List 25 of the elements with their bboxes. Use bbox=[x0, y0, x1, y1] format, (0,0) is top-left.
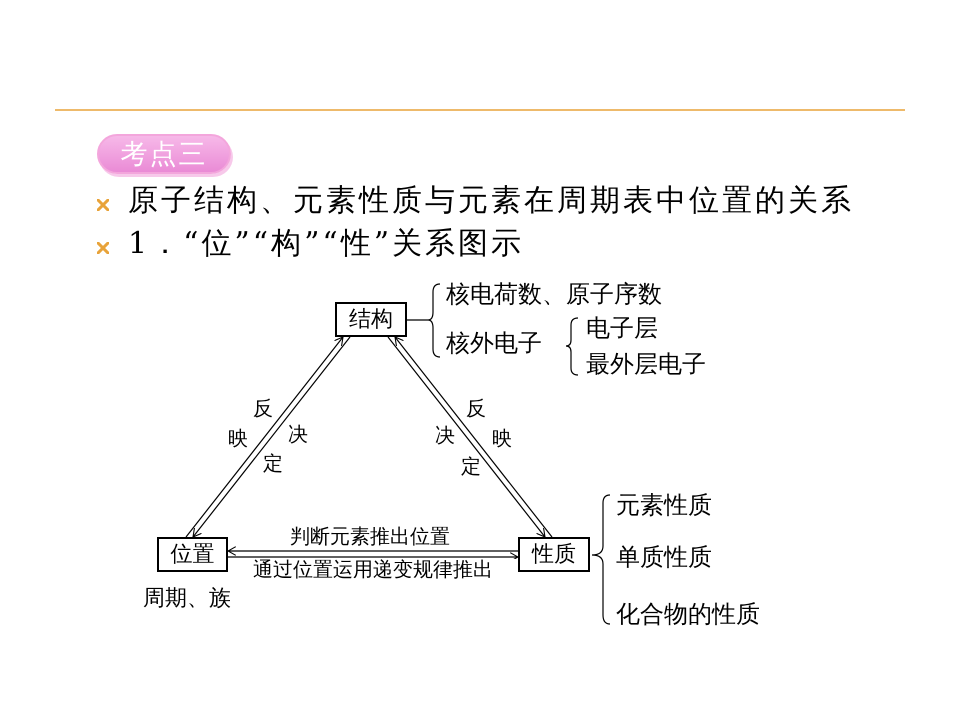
concept-box bbox=[518, 537, 590, 572]
box-text: 性质 bbox=[532, 544, 576, 566]
item-text: 电子层 bbox=[586, 316, 658, 340]
edge-label: 映 bbox=[492, 428, 512, 448]
edge-label: 定 bbox=[461, 456, 481, 476]
item-text: 核外电子 bbox=[446, 331, 542, 355]
item-text: 最外层电子 bbox=[586, 352, 706, 376]
edge-label: 决 bbox=[288, 424, 308, 444]
item-text: 单质性质 bbox=[616, 545, 712, 569]
item-text: 化合物的性质 bbox=[616, 602, 760, 626]
box-text: 结构 bbox=[349, 308, 393, 330]
bullet-text: 原子结构、元素性质与元素在周期表中位置的关系 bbox=[128, 186, 854, 216]
badge-text: 考点三 bbox=[120, 140, 208, 168]
edge-label: 反 bbox=[466, 398, 486, 418]
concept-box bbox=[335, 302, 407, 337]
edge-label: 定 bbox=[263, 453, 283, 473]
node-caption: 周期、族 bbox=[143, 588, 231, 610]
concept-box bbox=[157, 537, 228, 572]
edge-label: 决 bbox=[435, 425, 455, 445]
arrow bbox=[227, 546, 518, 556]
edge-label: 反 bbox=[253, 398, 273, 418]
topic-badge bbox=[97, 134, 231, 174]
bullet-text: 1．“位”“构”“性”关系图示 bbox=[128, 229, 524, 259]
edge-label: 映 bbox=[228, 428, 248, 448]
box-text: 位置 bbox=[170, 544, 214, 566]
